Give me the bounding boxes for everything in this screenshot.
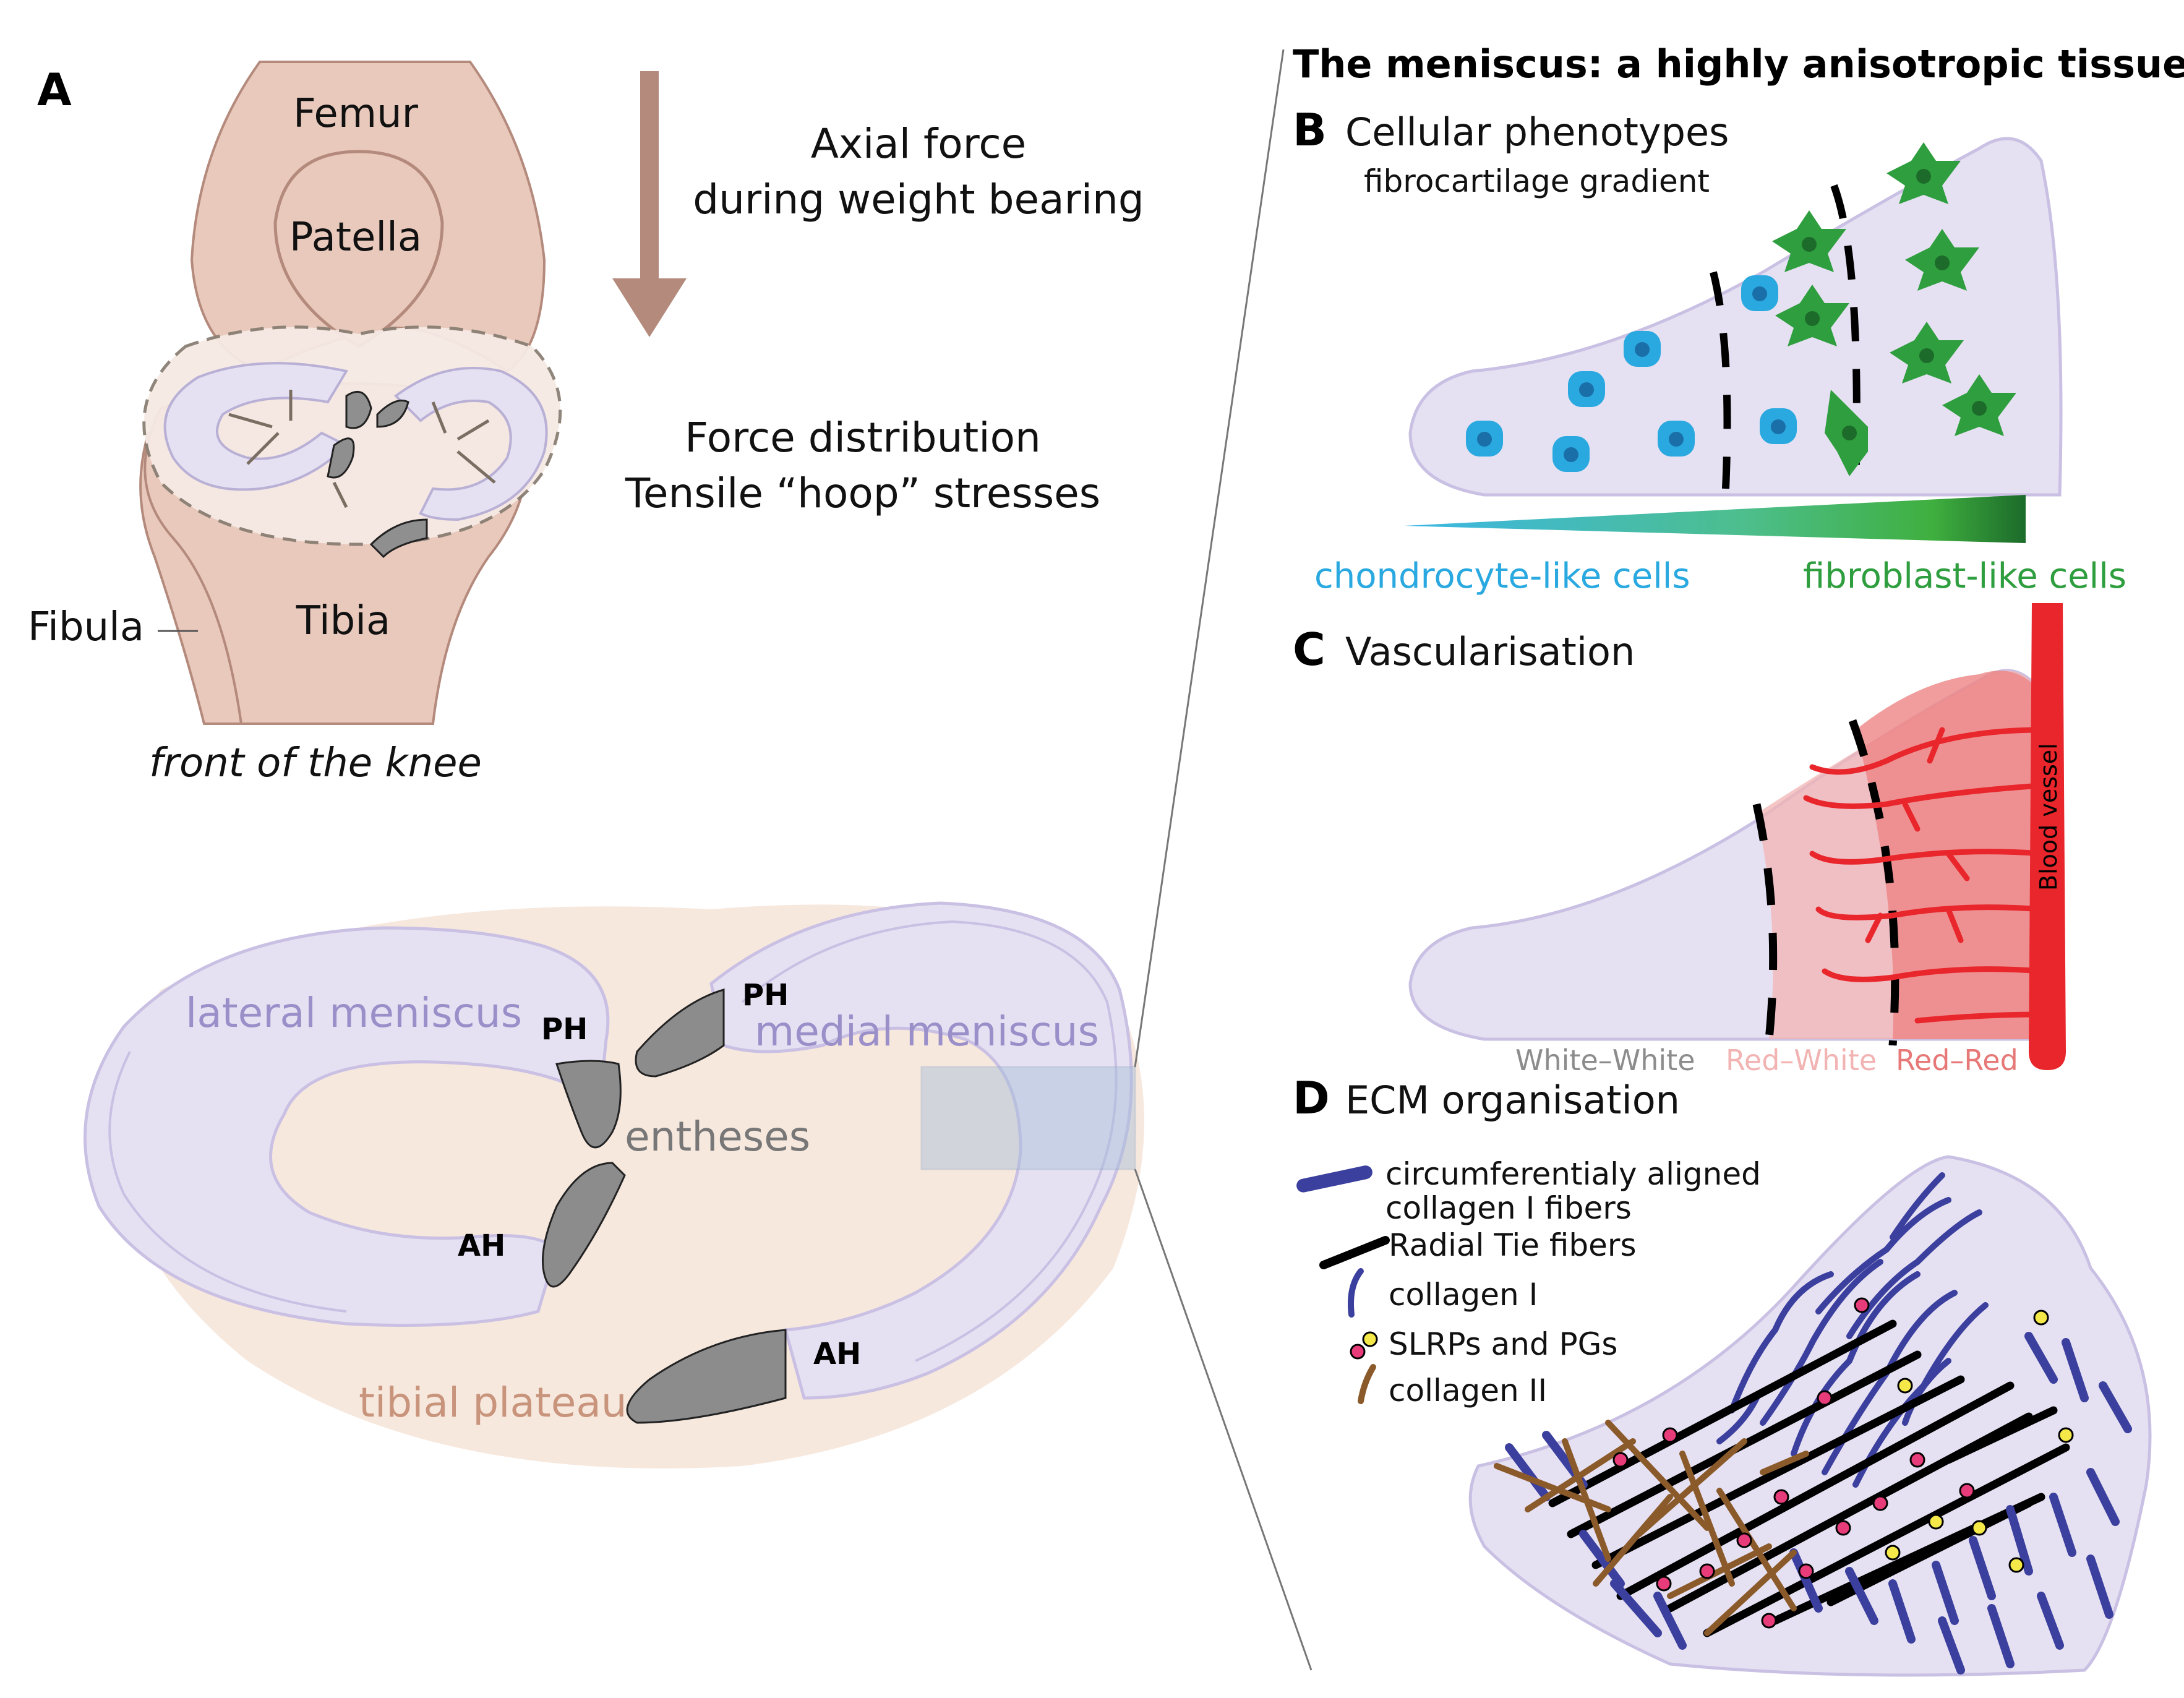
panel-c-letter: C (1293, 624, 1325, 675)
legend-collagen-ii-swatch (1358, 1364, 1376, 1404)
axial-force-label-2: during weight bearing (693, 176, 1144, 223)
knee-enthesis-2 (376, 400, 409, 428)
ph-lateral-label: PH (541, 1012, 588, 1047)
knee-enthesis-3 (327, 437, 355, 479)
enthesis-medial-ah (626, 1329, 787, 1424)
legend-collagen-i: collagen I (1389, 1277, 1538, 1313)
fibula-label: Fibula (28, 604, 144, 650)
legend-slrp-dot-2 (1362, 1331, 1378, 1347)
chondrocyte-label: chondrocyte-like cells (1314, 556, 1690, 596)
ah-medial-label: AH (813, 1337, 861, 1371)
force-distribution-label-2: Tensile “hoop” stresses (625, 470, 1100, 517)
legend-radial: Radial Tie fibers (1389, 1227, 1637, 1263)
zoom-highlight-box (920, 1066, 1136, 1170)
medial-meniscus-edge (741, 920, 1118, 1362)
knee-lateral-meniscus (163, 362, 349, 491)
cell-zone-boundary-2 (1830, 184, 1861, 489)
radial-tie-fibers (1548, 1319, 2070, 1637)
panel-b-title: Cellular phenotypes (1345, 109, 1729, 155)
ph-medial-label: PH (742, 978, 789, 1013)
collagen-ii-fibers (1494, 1420, 1809, 1636)
blood-vessel-label: Blood vessel (2035, 743, 2062, 891)
blood-vessel (2029, 603, 2066, 1070)
tibia-label: Tibia (296, 598, 391, 644)
ah-lateral-label: AH (458, 1228, 505, 1263)
white-white-label: White–White (1515, 1044, 1695, 1077)
vessel-branches (1803, 727, 2044, 1024)
front-caption: front of the knee (149, 740, 482, 786)
panel-b: B Cellular phenotypes fibrocartilage gra… (1293, 104, 2126, 596)
menisci-top-view: lateral meniscus medial meniscus enthese… (84, 49, 1313, 1671)
legend-collagen-ii: collagen II (1389, 1373, 1547, 1409)
ecm-legend: circumferentialy aligned collagen I fibe… (1296, 1156, 1761, 1409)
red-white-label: Red–White (1726, 1044, 1877, 1077)
medial-meniscus-shape (709, 901, 1133, 1400)
legend-slrps: SLRPs and PGs (1389, 1326, 1617, 1362)
vascular-boundary-2 (1848, 719, 1899, 1046)
legend-circumferential-swatch (1296, 1165, 1372, 1193)
fibroblast-label: fibroblast-like cells (1803, 556, 2126, 596)
phenotype-gradient (1404, 495, 2026, 543)
panel-b-subtitle: fibrocartilage gradient (1364, 163, 1710, 199)
enthesis-lateral-ah (542, 1162, 626, 1288)
panel-d-title: ECM organisation (1345, 1078, 1680, 1123)
legend-slrp-dot-1 (1350, 1344, 1366, 1360)
legend-circumferential-2: collagen I fibers (1385, 1190, 1632, 1226)
cell-wedge-shape (1408, 137, 2063, 497)
legend-circumferential-1: circumferentialy aligned (1385, 1156, 1761, 1192)
slrp-dots (1612, 1297, 2074, 1629)
entheses-label: entheses (625, 1113, 810, 1160)
knee-enthesis-4 (369, 518, 428, 559)
femur-label: Femur (293, 91, 419, 137)
red-red-label: Red–Red (1896, 1044, 2018, 1077)
legend-collagen-i-swatch (1348, 1268, 1364, 1318)
tibial-plateau-label: tibial plateau (359, 1379, 627, 1426)
vascular-boundary-1 (1752, 803, 1778, 1040)
lateral-meniscus-label: lateral meniscus (186, 989, 522, 1037)
fibroblast-cells (1772, 142, 2016, 476)
cell-zone-boundary-1 (1710, 271, 1731, 489)
axial-arrow-shaft (640, 71, 659, 285)
lateral-meniscus-edge (108, 1051, 347, 1313)
knee-enthesis-1 (345, 390, 372, 429)
enthesis-lateral-ph (555, 1060, 622, 1149)
axial-force-label-1: Axial force (811, 120, 1027, 168)
right-title: The meniscus: a highly anisotropic tissu… (1293, 41, 2184, 87)
panel-d: D ECM organisation circumferentialy alig… (1293, 1072, 2152, 1677)
chondrocyte-cells (1466, 275, 1797, 472)
zoom-line-bottom (1134, 1168, 1313, 1671)
panel-c-title: Vascularisation (1345, 629, 1635, 674)
enthesis-medial-ph (635, 988, 725, 1078)
axial-arrow-head (612, 278, 687, 337)
patella-label: Patella (289, 215, 422, 260)
panel-a: A Femur Patella Tibia Fi (28, 61, 1144, 786)
hoop-stress-arrows (228, 390, 496, 508)
panel-c: C Vascularisation Blood vessel White–Whi… (1293, 603, 2066, 1077)
panel-d-letter: D (1293, 1072, 1330, 1124)
force-distribution-label-1: Force distribution (685, 414, 1041, 461)
panel-b-letter: B (1293, 104, 1327, 156)
zoom-line-top (1134, 49, 1285, 1068)
medial-meniscus-label: medial meniscus (755, 1008, 1099, 1055)
legend-radial-swatch (1319, 1236, 1390, 1269)
panel-a-letter: A (37, 64, 72, 116)
